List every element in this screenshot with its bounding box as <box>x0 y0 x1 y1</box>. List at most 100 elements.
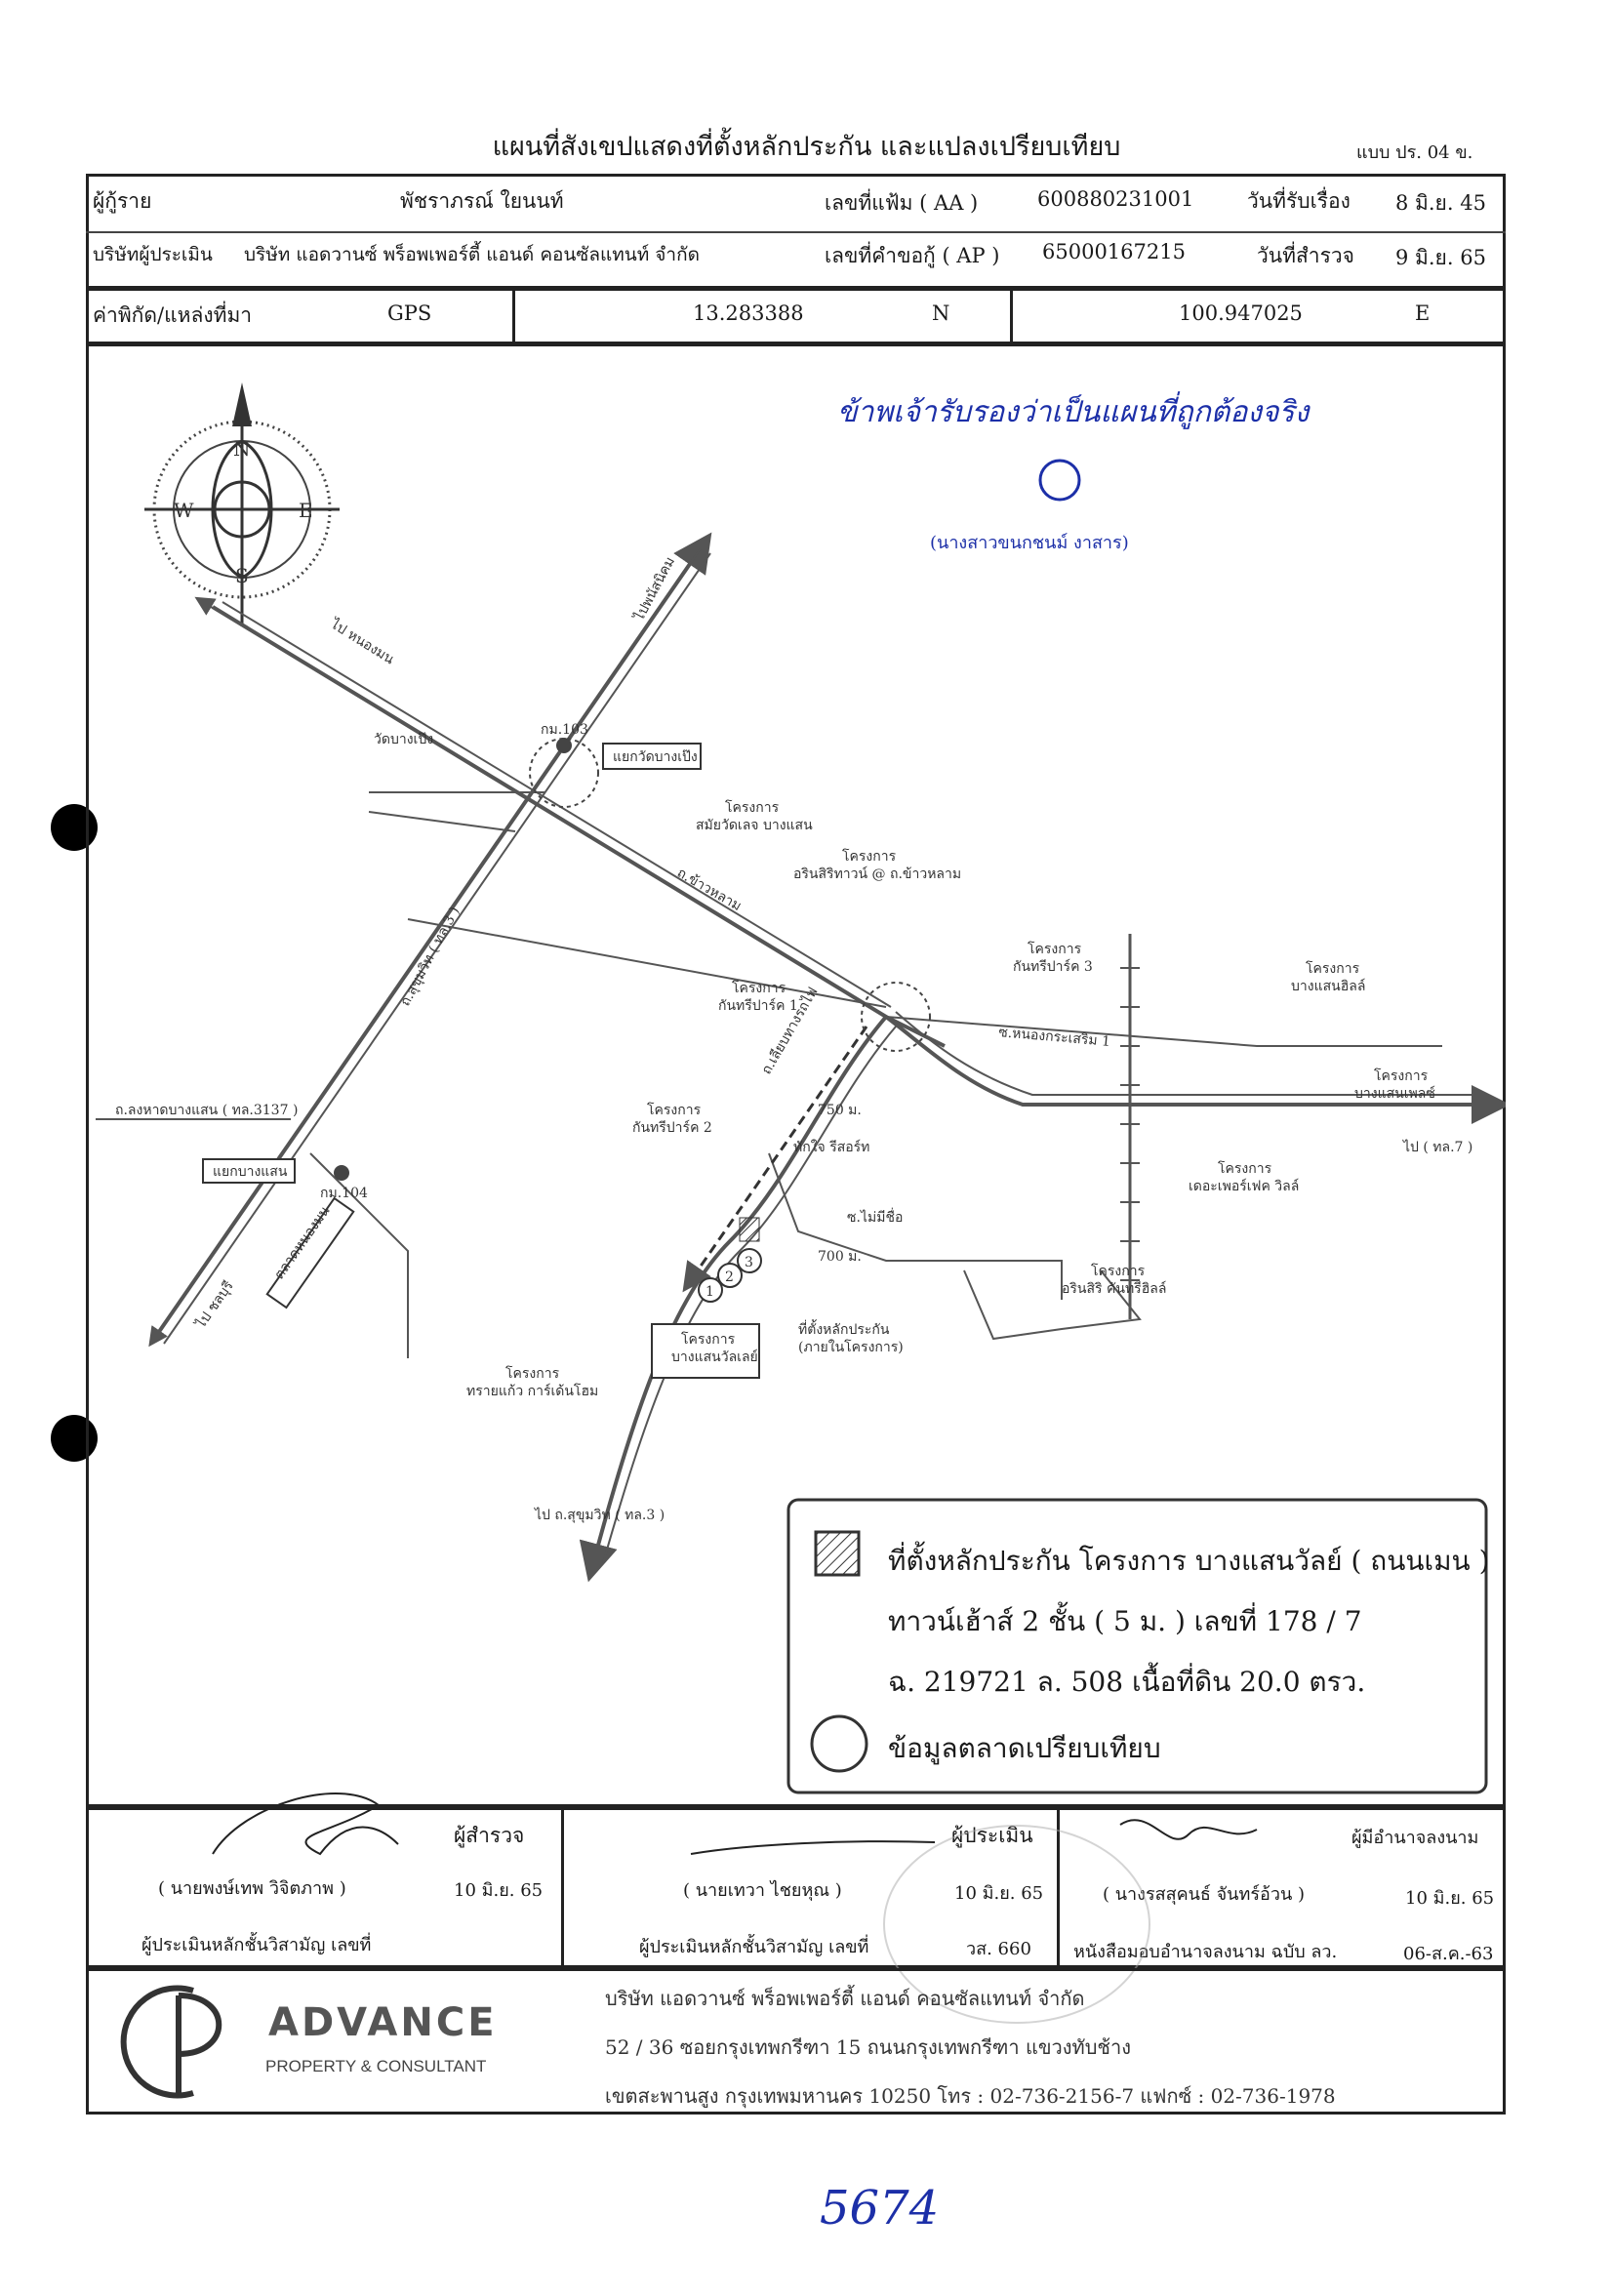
label-kanpark1: โครงการกันทรีปาร์ค 1 <box>718 980 798 1014</box>
label-proj1: โครงการสมัยวัดเลจ บางแสน <box>696 799 813 833</box>
label-proj2: โครงการอรินสิริทาวน์ @ ถ.ข้าวหลาม <box>793 848 961 882</box>
label-bangsaen-hills: โครงการบางแสนฮิลล์ <box>1291 960 1365 994</box>
note-signer: (นางสาวขนกชนม์ งาสาร) <box>930 533 1129 553</box>
company-logo-sub: PROPERTY & CONSULTANT <box>265 2057 487 2075</box>
survey-date: 9 มิ.ย. 65 <box>1395 246 1486 269</box>
sig-divider <box>561 1807 564 1968</box>
label-km103: กม.103 <box>541 722 588 738</box>
compass-s: S <box>235 564 249 587</box>
survey-label: วันที่สำรวจ <box>1257 244 1354 267</box>
longitude-dir: E <box>1415 302 1431 325</box>
label-dist700: 700 ม. <box>818 1249 862 1265</box>
form-number: แบบ ปร. 04 ข. <box>1356 142 1473 163</box>
label-to-sukhumvit: ไป ถ.สุขุมวิท ( ทล.3 ) <box>534 1507 665 1523</box>
label-perfect: โครงการเดอะเพอร์เฟค วิลล์ <box>1189 1160 1299 1194</box>
note-signature-mark <box>1038 459 1081 502</box>
authorized-name: ( นางรสสุคนธ์ จันทร์อ้วน ) <box>1103 1884 1305 1905</box>
borrower-name: พัชราภรณ์ ใยนนท์ <box>400 189 564 213</box>
company-logo-icon <box>120 1985 222 2099</box>
page-number: 5674 <box>820 2181 940 2236</box>
coord-divider <box>1010 288 1013 344</box>
label-site: ที่ตั้งหลักประกัน(ภายในโครงการ) <box>798 1319 904 1355</box>
label-bangsaen-wan: โครงการบางแสนวัลเลย์ <box>671 1331 758 1365</box>
legend-line-2: ทาวน์เฮ้าส์ 2 ชั้น ( 5 ม. ) เลขที่ 178 /… <box>888 1605 1362 1637</box>
label-wat-bangpla: วัดบางเป๊ง <box>374 732 433 747</box>
label-box-bangsaen-junction <box>202 1158 296 1184</box>
coord-divider <box>512 288 515 344</box>
label-km104: กม.104 <box>320 1186 368 1201</box>
compass-rose: N S W E <box>144 383 340 626</box>
svg-text:3: 3 <box>745 1255 753 1270</box>
authorized-date: 10 มิ.ย. 65 <box>1405 1888 1495 1909</box>
compass-e: E <box>299 499 313 522</box>
svg-text:2: 2 <box>725 1269 734 1285</box>
label-unnamed-soi: ซ.ไม่มีชื่อ <box>847 1208 903 1226</box>
route-to-site <box>682 1026 868 1293</box>
appraiser-license-label: ผู้ประเมินหลักชั้นวิสามัญ เลขที่ <box>639 1937 869 1957</box>
legend-box <box>786 1498 1488 1794</box>
loan-no-label: เลขที่คำขอกู้ ( AP ) <box>825 244 1000 267</box>
file-no-label: เลขที่แฟ้ม ( AA ) <box>825 191 979 215</box>
map-frame <box>86 343 1506 1807</box>
label-sai-kaew: โครงการทรายแก้ว การ์เด้นโฮม <box>466 1365 598 1399</box>
appraiser-name: ( นายเทวา ไชยหุณ ) <box>683 1880 842 1901</box>
label-to-tl7: ไป ( ทล.7 ) <box>1402 1139 1472 1155</box>
handwritten-note: ข้าพเจ้ารับรองว่าเป็นแผนที่ถูกต้องจริง <box>837 391 1311 429</box>
label-to-nongmon: ไป หนองมน <box>327 615 397 667</box>
legend-line-3: ฉ. 219721 ล. 508 เนื้อที่ดิน 20.0 ตรว. <box>888 1666 1366 1698</box>
label-tiger-resort: ทักใจ รีสอร์ท <box>793 1139 869 1155</box>
compass-n: N <box>233 437 251 461</box>
company-address-1: 52 / 36 ซอยกรุงเทพกรีฑา 15 ถนนกรุงเทพกรี… <box>605 2035 1132 2059</box>
received-date: 8 มิ.ย. 45 <box>1395 191 1486 215</box>
latitude-dir: N <box>932 302 950 325</box>
file-no: 600880231001 <box>1037 187 1194 211</box>
junction-bangsaen <box>334 1165 349 1181</box>
label-road-3137: ถ.ลงหาดบางแสน ( ทล.3137 ) <box>115 1103 298 1118</box>
label-box-market <box>265 1196 355 1309</box>
punch-hole <box>51 804 98 851</box>
label-bangsaen-junction: แยกบางแสน <box>213 1164 288 1180</box>
comparison-markers: 1 2 3 <box>698 1217 762 1303</box>
received-label: วันที่รับเรื่อง <box>1247 189 1351 213</box>
page-title: แผนที่สังเขปแสดงที่ตั้งหลักประกัน และแปล… <box>492 132 1121 162</box>
info-divider <box>86 231 1506 233</box>
label-to-chonburi: ไป ชลบุรี <box>192 1277 237 1332</box>
surveyor-role: ผู้สำรวจ <box>454 1824 525 1847</box>
legend-line-4: ข้อมูลตลาดเปรียบเทียบ <box>888 1732 1161 1764</box>
label-box-bangpla <box>602 743 702 770</box>
company-stamp <box>883 1825 1150 2024</box>
appraiser-name: บริษัท แอดวานซ์ พร็อพเพอร์ตี้ แอนด์ คอนซ… <box>244 244 700 265</box>
signature-scribbles <box>212 1792 1258 1856</box>
borrower-label: ผู้กู้ราย <box>93 189 152 213</box>
coord-table <box>86 288 1506 344</box>
label-box-project <box>651 1323 760 1379</box>
label-kanpark3: โครงการกันทรีปาร์ค 3 <box>1013 941 1093 975</box>
latitude: 13.283388 <box>693 302 804 325</box>
authorized-role: ผู้มีอำนาจลงนาม <box>1351 1828 1479 1848</box>
label-arinsiri: โครงการอรินสิริ คันทรีฮิลล์ <box>1062 1263 1166 1297</box>
company-logo-text: ADVANCE <box>268 2000 498 2045</box>
company-address-2: เขตสะพานสูง กรุงเทพมหานคร 10250 โทร : 02… <box>605 2084 1336 2108</box>
coord-label: ค่าพิกัด/แหล่งที่มา <box>93 303 253 327</box>
junction-center <box>861 982 931 1052</box>
legend-circle-swatch <box>810 1714 868 1773</box>
label-bangsaen-home: โครงการบางแสนเพลซ์ <box>1354 1067 1435 1102</box>
junction-km103 <box>529 738 599 808</box>
company-name: บริษัท แอดวานซ์ พร็อพเพอร์ตี้ แอนด์ คอนซ… <box>605 1987 1085 2010</box>
legend-hatch-swatch <box>814 1530 861 1577</box>
svg-text:1: 1 <box>706 1284 714 1300</box>
footer-box <box>86 1968 1506 2115</box>
surveyor-name: ( นายพงษ์เทพ วิจิตภาพ ) <box>158 1878 346 1899</box>
label-sukhumvit: ถ.สุขุมวิท ( ทล.3 ) <box>397 905 463 1009</box>
label-nongkrasoem: ซ.หนองกระเสริม 1 <box>998 1025 1111 1050</box>
punch-hole <box>51 1415 98 1462</box>
label-dist750: 750 ม. <box>818 1103 862 1118</box>
coord-source: GPS <box>387 302 432 325</box>
appraiser-label: บริษัทผู้ประเมิน <box>93 244 213 265</box>
label-bangpla-junction: แยกวัดบางเป๊ง <box>613 749 698 765</box>
signature-table <box>86 1807 1506 1968</box>
longitude: 100.947025 <box>1179 302 1303 325</box>
loan-no: 65000167215 <box>1042 240 1186 263</box>
authorized-doc-date: 06-ส.ค.-63 <box>1403 1944 1494 1964</box>
roads <box>96 532 1506 1583</box>
